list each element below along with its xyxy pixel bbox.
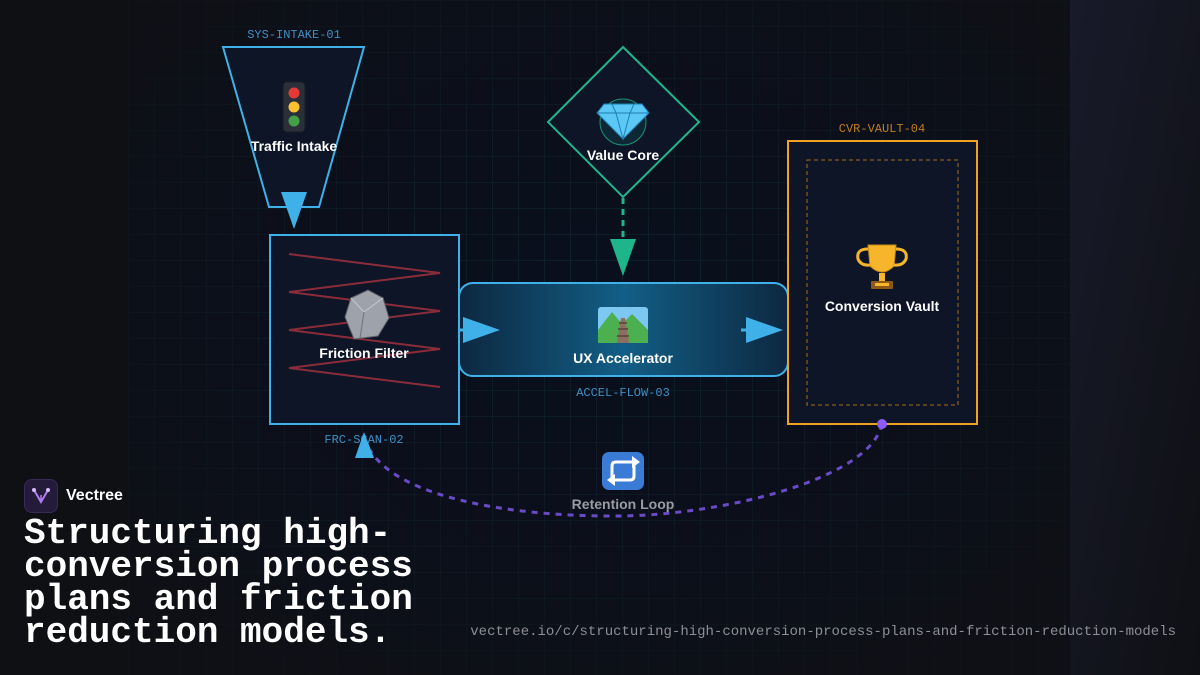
conversion-vault-code: CVR-VAULT-04 — [839, 122, 925, 136]
friction-filter-node: Friction Filter FRC-SCAN-02 — [269, 234, 460, 447]
right-shade-panel — [1070, 0, 1200, 675]
retention-loop-label: Retention Loop — [572, 496, 675, 512]
rock-icon — [344, 289, 390, 340]
intake-to-friction-arrow — [281, 192, 307, 229]
brand-name: Vectree — [66, 487, 123, 504]
traffic-intake-code: SYS-INTAKE-01 — [247, 28, 341, 42]
retention-loop-arrow — [355, 432, 374, 458]
railway-track-icon — [598, 307, 648, 343]
traffic-intake-node: SYS-INTAKE-01 Traffic Intake — [221, 28, 366, 208]
trophy-icon — [856, 244, 908, 289]
retention-loop-start-dot — [877, 419, 887, 429]
brand: Vectree — [24, 479, 123, 513]
traffic-intake-label: Traffic Intake — [251, 138, 338, 154]
ux-accelerator-node: UX Accelerator ACCEL-FLOW-03 — [458, 282, 789, 400]
vectree-logo-icon — [24, 479, 58, 513]
value-core-label: Value Core — [587, 147, 660, 163]
value-core-node: Value Core — [546, 45, 701, 199]
ux-accelerator-code: ACCEL-FLOW-03 — [576, 386, 670, 400]
friction-filter-label: Friction Filter — [319, 345, 409, 361]
page-headline: Structuring high-conversion process plan… — [24, 513, 413, 653]
retention-loop-node: Retention Loop — [572, 452, 675, 512]
accelerator-to-vault-arrow — [746, 317, 783, 343]
repeat-icon — [602, 452, 644, 490]
page-url: vectree.io/c/structuring-high-conversion… — [470, 624, 1176, 640]
conversion-vault-label: Conversion Vault — [825, 298, 940, 314]
friction-to-accelerator-arrow — [463, 317, 500, 343]
conversion-vault-node: CVR-VAULT-04 Conversion Vault — [787, 122, 978, 425]
core-to-accelerator-arrow — [610, 239, 636, 276]
traffic-light-icon — [282, 81, 306, 133]
conversion-vault-inner-border — [806, 159, 959, 406]
retention-loop-connector — [368, 423, 884, 518]
gem-icon — [596, 103, 650, 141]
ux-accelerator-label: UX Accelerator — [573, 350, 673, 366]
